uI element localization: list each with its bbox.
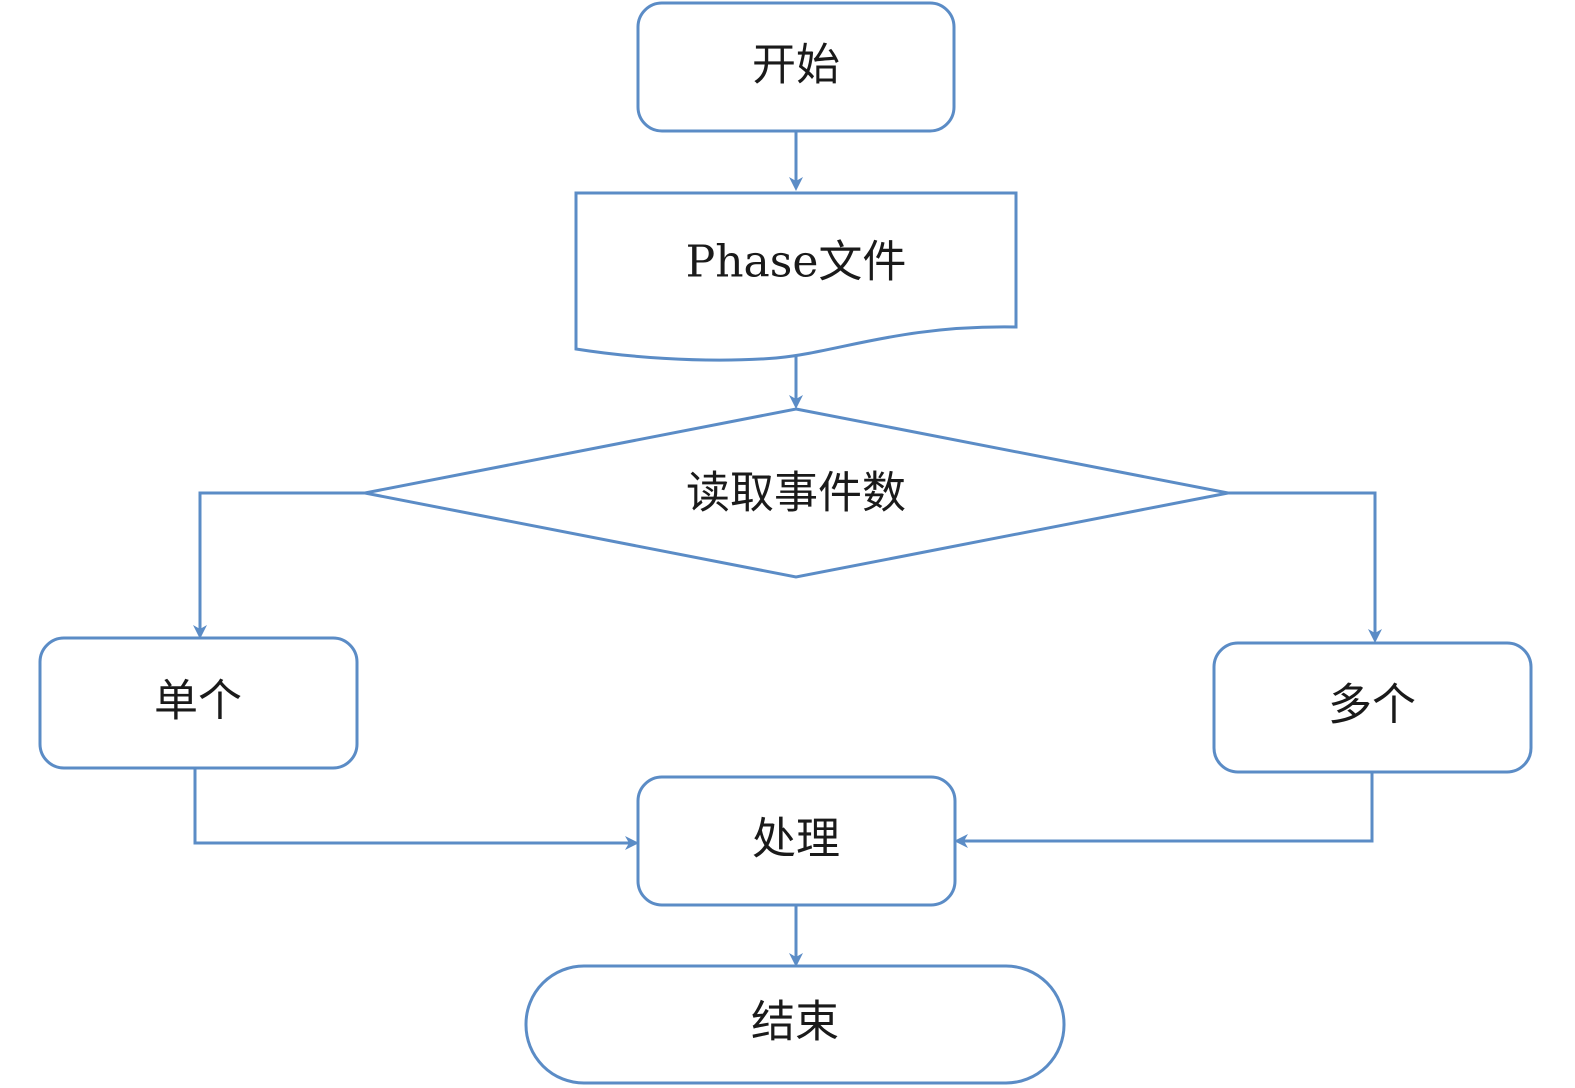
start-node	[636, 1, 956, 133]
multiple-node	[1212, 641, 1533, 774]
decision-diamond-node	[364, 407, 1229, 579]
multiple-label: 多个	[1328, 680, 1416, 731]
process-node	[636, 775, 957, 907]
file-document-node	[574, 191, 1018, 362]
single-node	[38, 636, 359, 770]
edge-multiple-to-process	[954, 772, 1374, 848]
end-label: 结束	[751, 997, 839, 1048]
file-label: Phase文件	[686, 237, 907, 288]
start-label: 开始	[752, 40, 840, 91]
decision-label: 读取事件数	[686, 468, 906, 519]
edge-decision-to-single	[193, 491, 365, 639]
edge-single-to-process	[193, 768, 639, 850]
end-terminator-node	[524, 964, 1066, 1085]
edge-decision-to-multiple	[1228, 491, 1382, 643]
process-label: 处理	[752, 814, 840, 865]
single-label: 单个	[154, 676, 242, 727]
